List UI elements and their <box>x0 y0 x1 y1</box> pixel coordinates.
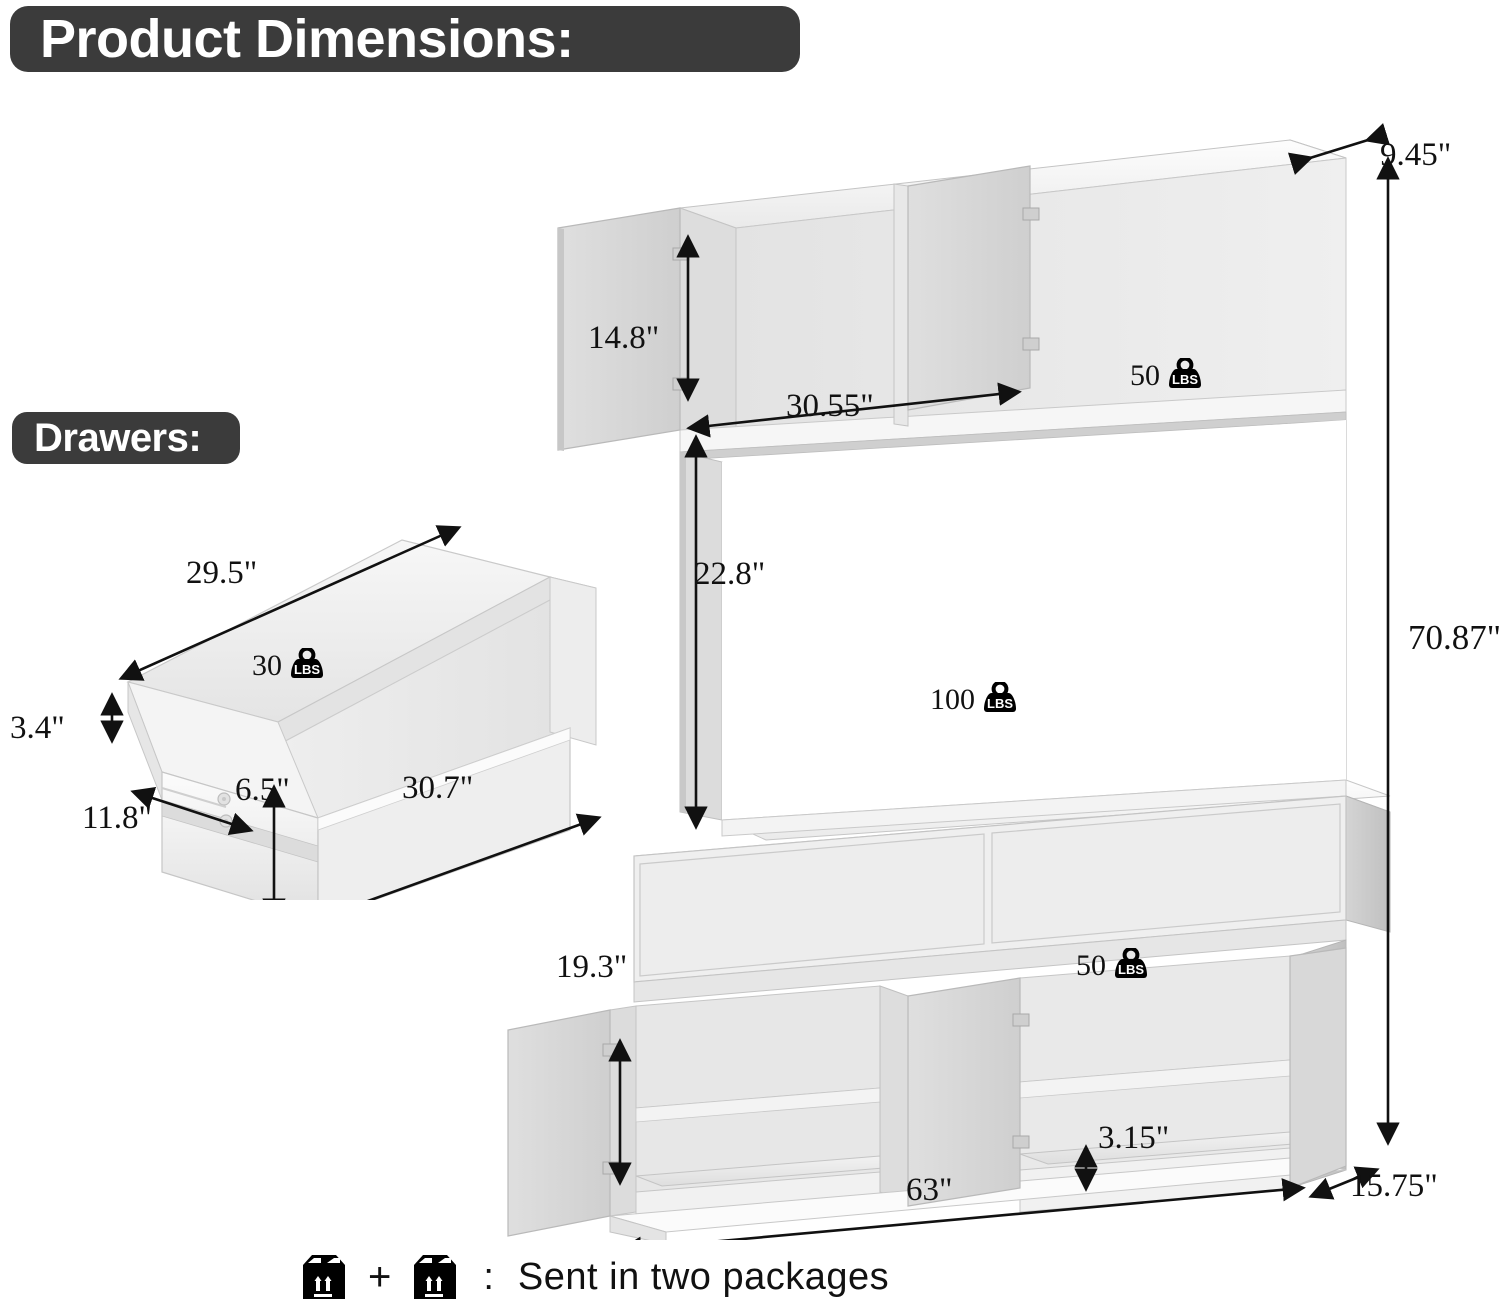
weight-kettlebell-icon: LBS <box>1111 948 1151 984</box>
drawer-length-top-label: 29.5" <box>186 555 258 591</box>
svg-text:LBS: LBS <box>294 662 320 677</box>
svg-text:LBS: LBS <box>987 696 1013 711</box>
top-shelf-weight-value: 50 <box>1130 359 1160 392</box>
package-box-icon <box>300 1252 348 1302</box>
lower-right-door[interactable] <box>1289 947 1347 1189</box>
drawer-length-outer-label: 30.7" <box>402 770 474 806</box>
page-title-badge: Product Dimensions: <box>10 6 800 72</box>
packaging-note-text: Sent in two packages <box>517 1255 890 1298</box>
top-depth-label: 9.45" <box>1380 137 1452 173</box>
top-cabinet-height-label: 14.8" <box>588 320 660 356</box>
top-shelf-weight-capacity: 50 LBS <box>1130 358 1205 394</box>
hutch-dimension-arrows <box>608 123 1400 1240</box>
total-depth-label: 15.75" <box>1350 1168 1438 1204</box>
countertop-weight-value: 100 <box>930 683 975 716</box>
lower-left-door[interactable] <box>507 1009 620 1237</box>
lower-cabinet-height-label: 19.3" <box>556 949 628 985</box>
drawer-depth-label: 11.8" <box>82 800 152 836</box>
plus-sign: + <box>368 1255 392 1299</box>
drawer-weight-value: 30 <box>252 649 282 682</box>
lower-shelf-weight-value: 50 <box>1076 949 1106 982</box>
total-height-label: 70.87" <box>1408 618 1500 657</box>
drawer-weight-capacity: 30 LBS <box>252 648 327 684</box>
middle-open-section <box>679 420 1391 841</box>
drawer-illustration <box>100 525 602 900</box>
drawers-section-badge: Drawers: <box>12 412 240 464</box>
upper-left-door[interactable] <box>557 207 690 451</box>
weight-kettlebell-icon: LBS <box>287 648 327 684</box>
total-width-label: 63" <box>906 1172 953 1208</box>
middle-open-height-label: 22.8" <box>694 556 766 592</box>
weight-kettlebell-icon: LBS <box>980 682 1020 718</box>
drawer-front-height-label: 6.5" <box>235 772 290 808</box>
hutch-illustration <box>507 123 1400 1240</box>
drawer-dimension-arrows <box>100 525 602 900</box>
colon-separator: : <box>483 1256 494 1298</box>
upper-middle-door[interactable] <box>907 165 1040 411</box>
countertop-weight-capacity: 100 LBS <box>930 682 1020 718</box>
toe-kick-height-label: 3.15" <box>1098 1120 1170 1156</box>
weight-kettlebell-icon: LBS <box>1165 358 1205 394</box>
svg-text:LBS: LBS <box>1118 962 1144 977</box>
drawer-bank <box>633 795 1391 1003</box>
lower-shelf-weight-capacity: 50 LBS <box>1076 948 1151 984</box>
drawer-side-height-label: 3.4" <box>10 710 65 746</box>
package-box-icon <box>411 1252 459 1302</box>
top-cabinet-width-label: 30.55" <box>786 388 874 424</box>
lower-middle-door[interactable] <box>907 977 1030 1207</box>
svg-text:LBS: LBS <box>1172 372 1198 387</box>
packaging-note: + : Sent in two packages <box>300 1252 889 1302</box>
